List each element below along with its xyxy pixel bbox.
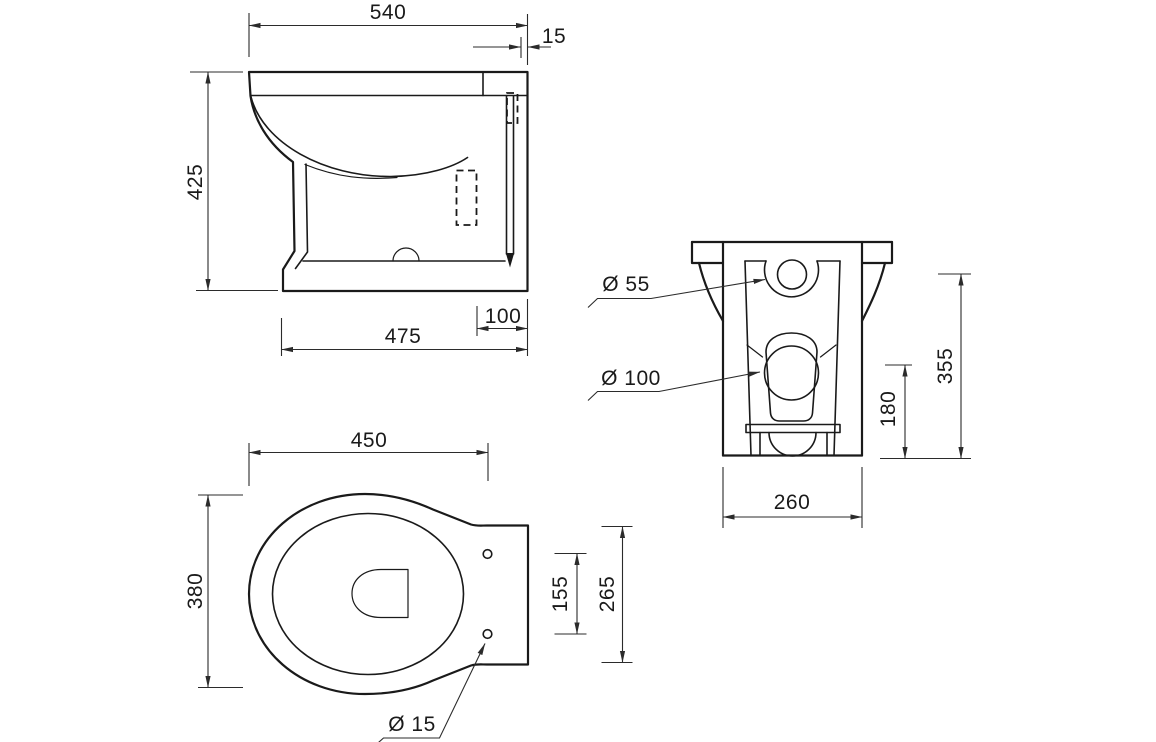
dim-overall-depth: 540 (248, 1, 529, 65)
rear-shelf-bar (745, 423, 841, 434)
dim-label: 475 (385, 325, 422, 348)
leader-line (587, 371, 761, 401)
dim-overall-width: 450 (248, 429, 489, 486)
dim-label: 100 (485, 305, 522, 328)
dim-label: Ø 55 (602, 273, 650, 296)
extension-lines (554, 552, 587, 635)
dim-label: 425 (184, 164, 207, 201)
hidden-outlet-box (455, 169, 478, 226)
dim-label: Ø 15 (388, 713, 436, 736)
dim-label: 540 (370, 1, 407, 24)
dim-label: 380 (184, 573, 207, 610)
seat-fixing-hole-bottom (482, 628, 493, 640)
dim-label: 155 (549, 576, 572, 613)
rear-left-ear (690, 240, 725, 265)
rear-trap-dome (768, 431, 817, 457)
label-outlet-diameter: Ø 100 (587, 367, 761, 401)
extension-lines (248, 13, 529, 65)
plan-outline (247, 492, 530, 696)
side-pedestal-inner-line (294, 163, 309, 270)
dim-label: 15 (542, 25, 566, 48)
rear-left-flank-curve (697, 261, 725, 323)
side-flush-channel-tip (505, 253, 515, 268)
dim-outlet-offset: 100 (476, 305, 528, 336)
leader-line (587, 278, 766, 308)
seat-fixing-hole-top (482, 548, 493, 560)
inlet-collar-arc (763, 260, 820, 298)
dim-fixing-hole-spacing: 155 (549, 552, 587, 635)
dim-label: 450 (351, 429, 388, 452)
plan-view: 450 380 155 265 Ø 15 (184, 429, 633, 742)
side-drain-bump (392, 247, 420, 262)
extension-lines (601, 525, 633, 664)
dim-rim-lip: 15 (473, 25, 566, 58)
inlet-circle (776, 259, 808, 290)
side-bowl-inner-curve (250, 96, 469, 178)
dim-label: 260 (774, 491, 811, 514)
outlet-circle (763, 345, 820, 401)
dim-label: Ø 100 (601, 367, 661, 390)
dim-back-section-depth: 265 (596, 525, 633, 664)
label-inlet-diameter: Ø 55 (587, 273, 766, 308)
dim-bowl-depth: 380 (184, 494, 243, 689)
rear-inner-panel-sides (744, 260, 841, 457)
side-outline (247, 70, 529, 293)
dim-outlet-height: 180 (877, 364, 912, 459)
rear-right-ear (860, 240, 894, 265)
side-elevation-view: 540 15 425 475 100 (184, 1, 566, 356)
extension-lines (880, 273, 971, 460)
outlet-funnel (765, 332, 818, 422)
dim-base-depth: 475 (280, 299, 529, 356)
dim-label: 180 (877, 391, 900, 428)
dim-overall-height: 425 (184, 71, 278, 292)
side-flush-channel-lines (505, 95, 515, 255)
leader-line (378, 643, 486, 742)
plan-rim-ellipse (271, 512, 465, 676)
rear-side-edges (721, 240, 864, 457)
rear-elevation-view: Ø 55 Ø 100 355 180 260 (587, 240, 971, 528)
rear-stub-lines (759, 431, 828, 457)
dim-inlet-height: 355 (880, 273, 971, 460)
dim-label: 355 (934, 348, 957, 385)
dim-base-width: 260 (722, 467, 863, 528)
side-bowl-underside-curve (304, 163, 398, 179)
label-fixing-hole-diameter: Ø 15 (378, 643, 486, 742)
hidden-inlet-box (506, 92, 519, 124)
rear-right-flank-curve (860, 261, 887, 323)
dim-label: 265 (596, 576, 619, 613)
plan-water-area (351, 568, 409, 619)
outlet-side-ticks (746, 344, 837, 358)
